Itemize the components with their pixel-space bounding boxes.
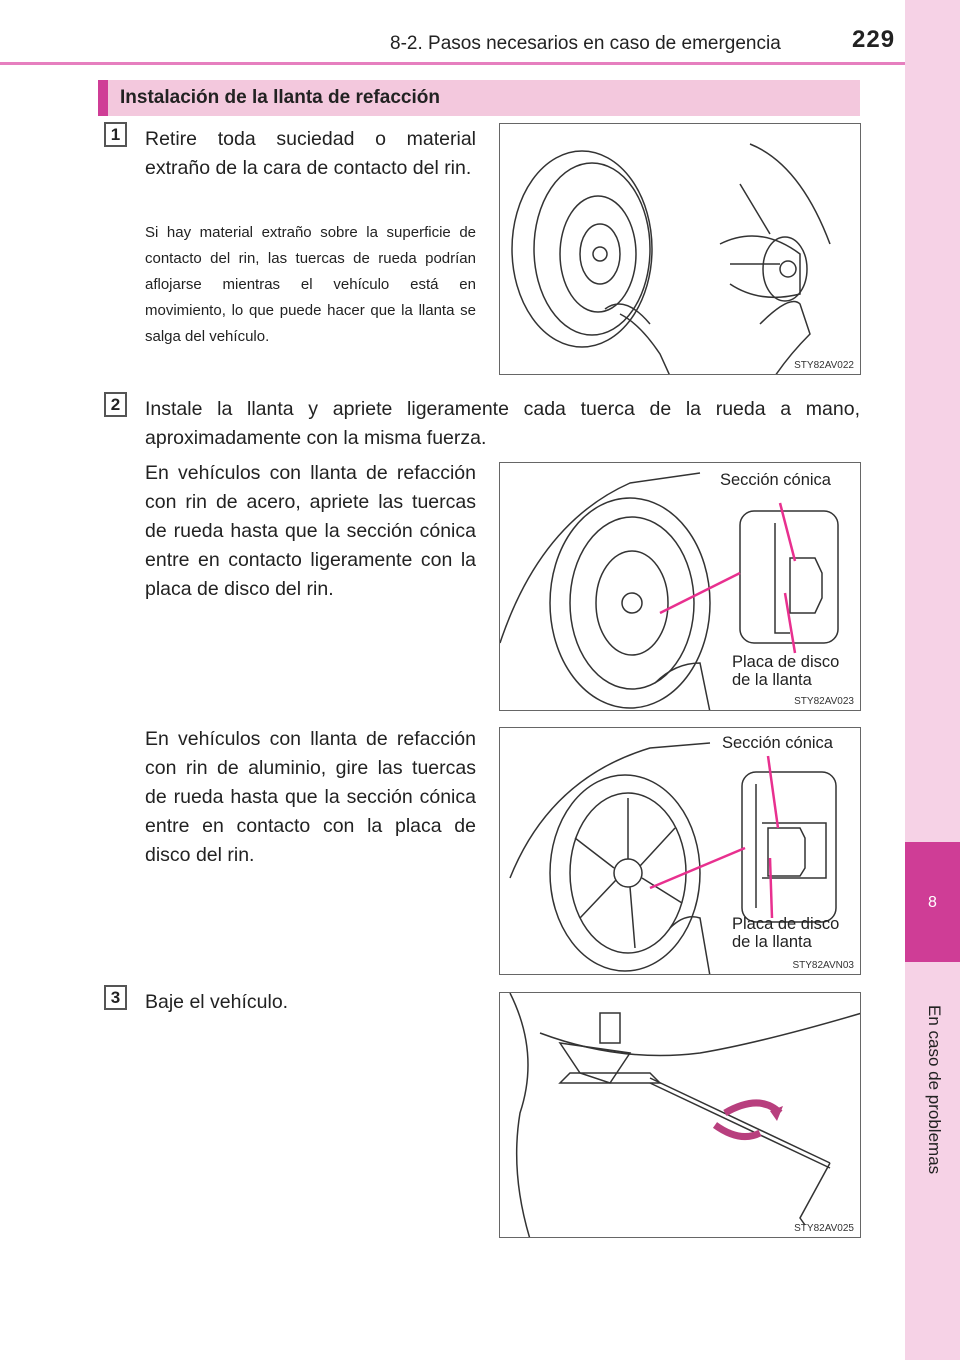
- callout-rim-disc-plate-1: Placa de disco: [732, 653, 840, 671]
- step-number-2: 2: [104, 392, 127, 417]
- figure-code: STY82AV025: [794, 1223, 854, 1234]
- chapter-tab-marker: [905, 842, 960, 962]
- chapter-side-tab: [905, 0, 960, 1360]
- alloy-rim-illustration: [509, 742, 837, 974]
- figure-code: STY82AV022: [794, 360, 854, 371]
- step-number-3: 3: [104, 985, 127, 1010]
- step-3-text: Baje el vehículo.: [145, 991, 289, 1013]
- callout-conical-section: Sección cónica: [722, 734, 833, 752]
- step-2-steel-rim-text: En vehículos con llanta de refacción con…: [145, 462, 476, 600]
- callout-rim-disc-plate-1: Placa de disco: [732, 915, 840, 933]
- section-header: 8-2. Pasos necesarios en caso de emergen…: [390, 33, 781, 54]
- step-number-1: 1: [104, 122, 127, 147]
- chapter-number: 8: [928, 894, 937, 911]
- callout-conical-section: Sección cónica: [720, 471, 831, 489]
- lower-vehicle-illustration: [509, 993, 860, 1237]
- figure-lower-vehicle: STY82AV025: [499, 992, 861, 1238]
- step-2-text: Instale la llanta y apriete ligeramente …: [145, 398, 860, 449]
- figure-alloy-rim: Sección cónica Placa de disco de la llan…: [499, 727, 861, 975]
- header-rule: [0, 62, 905, 65]
- page-number: 229: [852, 26, 896, 53]
- steel-rim-illustration: [500, 472, 839, 710]
- step-1-note: Si hay material extraño sobre la superfi…: [145, 224, 476, 345]
- step-2-alloy-rim-text: En vehículos con llanta de refacción con…: [145, 728, 476, 866]
- section-title: Instalación de la llanta de refacción: [120, 87, 440, 108]
- clean-rim-illustration: [511, 143, 831, 374]
- chapter-title-text: En caso de problemas: [925, 1005, 944, 1175]
- section-title-bar: Instalación de la llanta de refacción: [98, 80, 860, 116]
- step-1-text: Retire toda suciedad o material extraño …: [145, 128, 476, 179]
- figure-steel-rim: Sección cónica Placa de disco de la llan…: [499, 462, 861, 711]
- figure-code: STY82AV023: [794, 696, 854, 707]
- figure-code: STY82AVN03: [792, 960, 854, 971]
- callout-rim-disc-plate-2: de la llanta: [732, 671, 812, 689]
- chapter-title: En caso de problemas: [880, 1005, 944, 1205]
- callout-rim-disc-plate-2: de la llanta: [732, 933, 812, 951]
- figure-clean-rim: STY82AV022: [499, 123, 861, 375]
